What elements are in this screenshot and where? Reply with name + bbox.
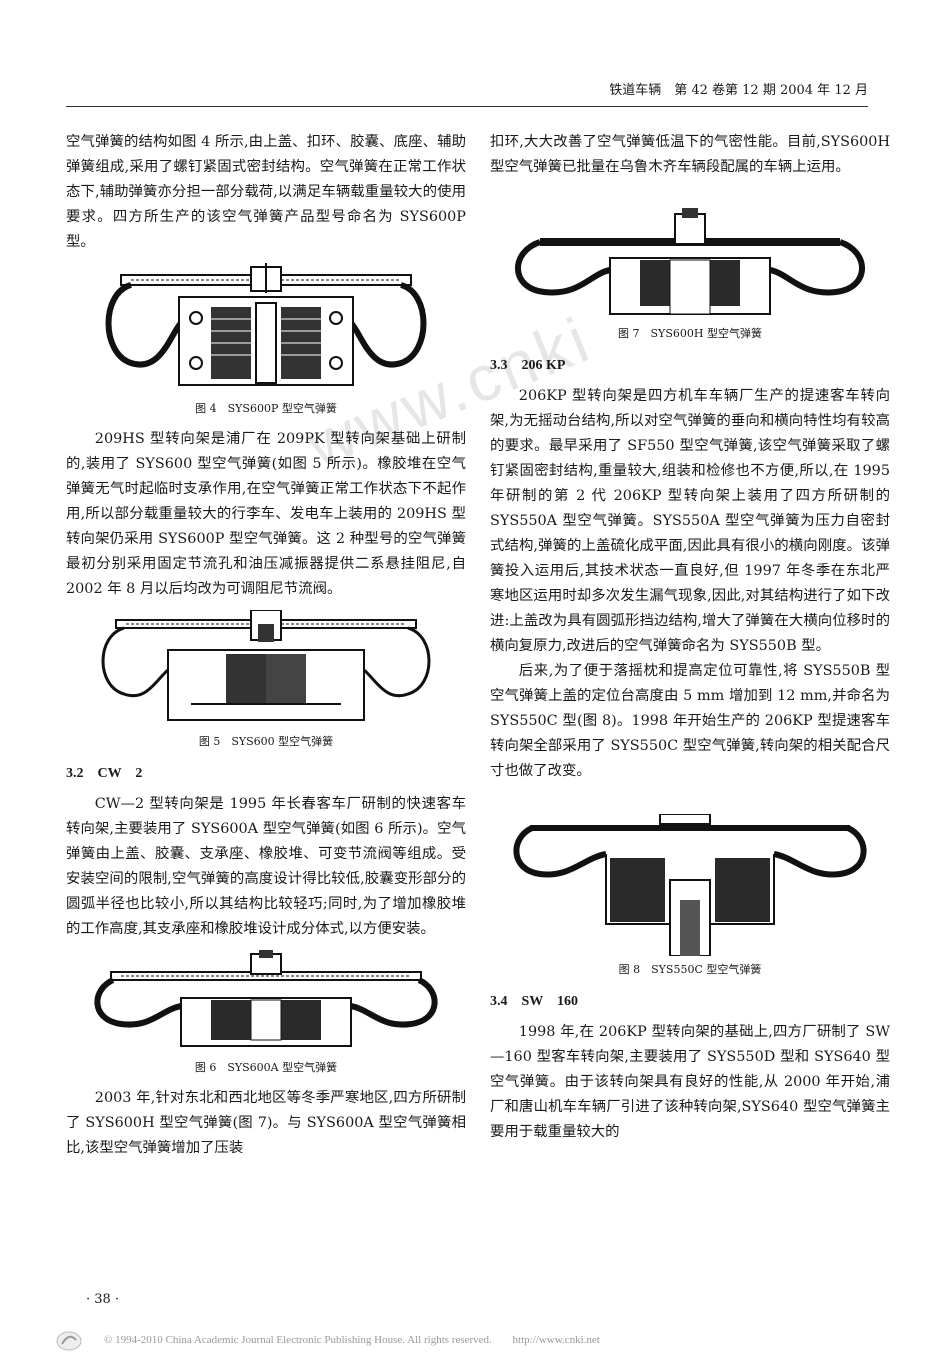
- paragraph: 206KP 型转向架是四方机车车辆厂生产的提速客车转向架,为无摇动台结构,所以对…: [490, 388, 890, 654]
- right-column: 扣环,大大改善了空气弹簧低温下的气密性能。目前,SYS600H 型空气弹簧已批量…: [490, 130, 890, 1145]
- section-heading-3-4: 3.4 SW 160: [490, 994, 579, 1009]
- figure-8-caption: 图 8 SYS550C 型空气弹簧: [618, 963, 762, 976]
- figure-6-drawing: [94, 950, 438, 1047]
- paragraph: CW—2 型转向架是 1995 年长春客车厂研制的快速客车转向架,主要装用了 S…: [66, 796, 466, 937]
- paragraph: 2003 年,针对东北和西北地区等冬季严寒地区,四方所研制了 SYS600H 型…: [66, 1090, 466, 1156]
- figure-5-drawing: [101, 610, 431, 721]
- paragraph: 209HS 型转向架是浦厂在 209PK 型转向架基础上研制的,装用了 SYS6…: [66, 431, 466, 597]
- page-number: · 38 ·: [86, 1292, 120, 1307]
- figure-8: 图 8 SYS550C 型空气弹簧: [490, 814, 890, 980]
- figure-6: 图 6 SYS600A 型空气弹簧: [66, 950, 466, 1078]
- section-heading-3-3: 3.3 206 KP: [490, 358, 566, 373]
- footer-link[interactable]: http://www.cnki.net: [512, 1334, 600, 1346]
- running-header: 铁道车辆 第 42 卷第 12 期 2004 年 12 月: [66, 80, 868, 107]
- copyright-text: © 1994-2010 China Academic Journal Elect…: [104, 1334, 492, 1346]
- paragraph: 空气弹簧的结构如图 4 所示,由上盖、扣环、胶囊、底座、辅助弹簧组成,采用了螺钉…: [66, 134, 466, 250]
- figure-7: 图 7 SYS600H 型空气弹簧: [490, 208, 890, 344]
- figure-5: 图 5 SYS600 型空气弹簧: [66, 610, 466, 752]
- paragraph: 扣环,大大改善了空气弹簧低温下的气密性能。目前,SYS600H 型空气弹簧已批量…: [490, 134, 890, 175]
- figure-4: 图 4 SYS600P 型空气弹簧: [66, 263, 466, 419]
- left-column: 空气弹簧的结构如图 4 所示,由上盖、扣环、胶囊、底座、辅助弹簧组成,采用了螺钉…: [66, 130, 466, 1161]
- figure-8-drawing: [513, 814, 867, 956]
- footer-text: © 1994-2010 China Academic Journal Elect…: [104, 1334, 600, 1346]
- figure-4-drawing: [105, 263, 427, 386]
- section-heading-3-2: 3.2 CW 2: [66, 766, 143, 781]
- journal-info: 铁道车辆 第 42 卷第 12 期 2004 年 12 月: [609, 83, 868, 98]
- figure-5-caption: 图 5 SYS600 型空气弹簧: [198, 735, 334, 748]
- footer: © 1994-2010 China Academic Journal Elect…: [0, 1328, 950, 1356]
- figure-7-caption: 图 7 SYS600H 型空气弹簧: [618, 327, 762, 340]
- figure-7-drawing: [515, 208, 865, 315]
- paragraph: 1998 年,在 206KP 型转向架的基础上,四方厂研制了 SW—160 型客…: [490, 1024, 890, 1140]
- figure-4-caption: 图 4 SYS600P 型空气弹簧: [195, 402, 337, 415]
- figure-6-caption: 图 6 SYS600A 型空气弹簧: [194, 1061, 338, 1074]
- cnki-logo-icon: [56, 1331, 82, 1351]
- paragraph: 后来,为了便于落摇枕和提高定位可靠性,将 SYS550B 型空气弹簧上盖的定位台…: [490, 663, 890, 779]
